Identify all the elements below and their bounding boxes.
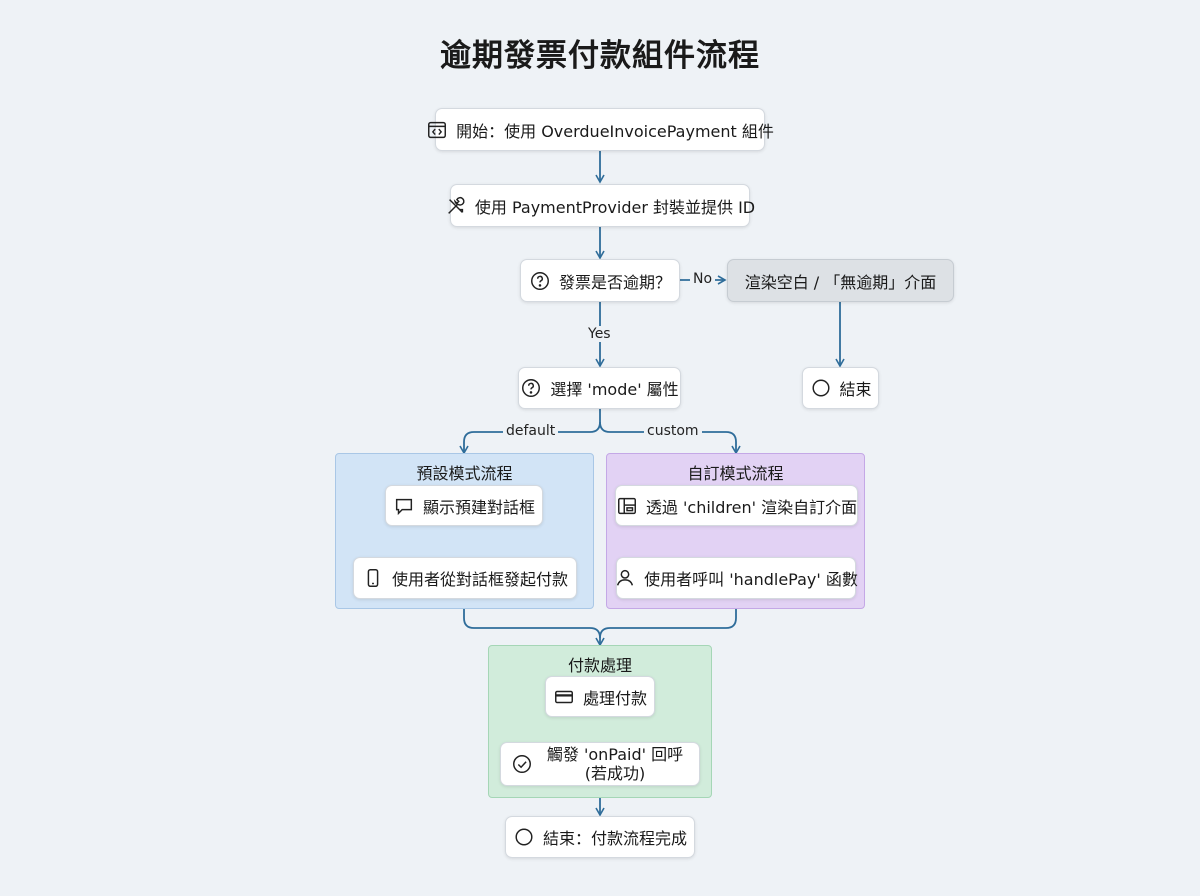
node-end-done: 結束：付款流程完成: [505, 816, 695, 858]
node-trigger-onpaid: 觸發 'onPaid' 回呼 (若成功): [500, 742, 700, 786]
node-call-handlepay-label: 使用者呼叫 'handlePay' 函數: [644, 570, 858, 589]
question-circle-icon: [529, 270, 551, 292]
edge-label-default: default: [503, 423, 559, 439]
node-user-dialog-pay: 使用者從對話框發起付款: [353, 557, 577, 599]
group-title-payment: 付款處理: [567, 656, 632, 675]
node-show-dialog-label: 顯示預建對話框: [423, 497, 536, 517]
node-provider-label: 使用 PaymentProvider 封裝並提供 ID: [474, 197, 756, 217]
credit-card-icon: [553, 686, 575, 708]
node-render-children: 透過 'children' 渲染自訂介面: [615, 485, 858, 526]
node-call-handlepay: 使用者呼叫 'handlePay' 函數: [614, 557, 858, 599]
layout-icon: [616, 495, 638, 517]
node-process-payment: 處理付款: [545, 676, 655, 717]
edge-custom-merge: [599, 609, 737, 639]
group-title-default: 預設模式流程: [416, 464, 513, 483]
node-end-done-label: 結束：付款流程完成: [543, 829, 688, 848]
edge-label-no: No: [690, 271, 716, 287]
node-show-dialog: 顯示預建對話框: [385, 485, 543, 526]
diagram-title: 逾期發票付款組件流程: [440, 38, 760, 74]
mobile-icon: [362, 567, 384, 589]
check-circle-icon: [511, 753, 533, 775]
node-end-early-label: 結束: [839, 380, 872, 399]
node-provider: 使用 PaymentProvider 封裝並提供 ID: [448, 184, 755, 227]
chat-bubble-icon: [393, 495, 415, 517]
edge-mode-custom: [599, 421, 741, 455]
code-window-icon: [426, 119, 448, 141]
edge-label-custom: custom: [644, 423, 702, 439]
node-start: 開始：使用 OverdueInvoicePayment 組件: [428, 108, 774, 151]
node-render-children-label: 透過 'children' 渲染自訂介面: [645, 497, 858, 517]
user-icon: [614, 567, 636, 589]
edge-default-merge: [463, 609, 605, 647]
node-start-label: 開始：使用 OverdueInvoicePayment 組件: [456, 121, 774, 141]
circle-icon: [810, 377, 832, 399]
node-select-mode: 選擇 'mode' 屬性: [518, 367, 681, 409]
node-select-mode-label: 選擇 'mode' 屬性: [550, 380, 679, 399]
node-process-payment-label: 處理付款: [583, 688, 648, 708]
circle-icon: [513, 826, 535, 848]
node-is-overdue: 發票是否逾期？: [520, 259, 680, 302]
node-trigger-onpaid-label: 觸發 'onPaid' 回呼 (若成功): [546, 745, 684, 783]
node-user-dialog-pay-label: 使用者從對話框發起付款: [392, 570, 569, 589]
node-render-empty-label: 渲染空白 / 「無逾期」介面: [744, 272, 937, 292]
node-render-empty: 渲染空白 / 「無逾期」介面: [727, 259, 954, 302]
edge-label-yes: Yes: [585, 326, 614, 342]
node-is-overdue-label: 發票是否逾期？: [559, 272, 672, 292]
node-end-early: 結束: [802, 367, 879, 409]
group-title-custom: 自訂模式流程: [687, 464, 784, 483]
tools-icon: [445, 195, 467, 217]
question-circle-icon: [520, 377, 542, 399]
